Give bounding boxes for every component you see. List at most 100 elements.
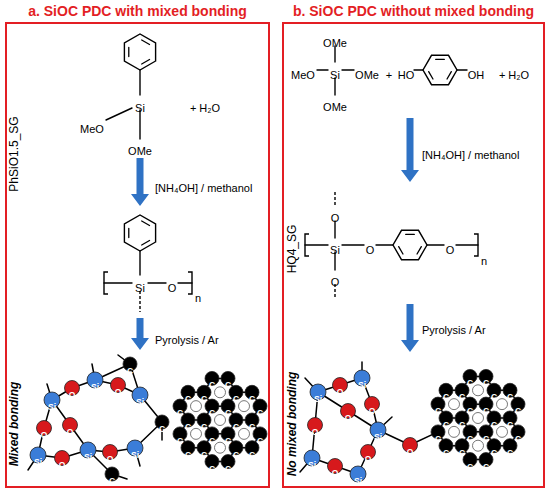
bond-line — [139, 251, 140, 275]
atom-symbol: C — [185, 395, 191, 404]
atom-symbol: C — [209, 381, 215, 390]
atom-symbol: C — [209, 437, 215, 446]
atom-symbol: C — [443, 421, 449, 430]
double-bond-line — [128, 228, 129, 237]
chemical-label: OH — [468, 70, 485, 81]
bond-line — [457, 69, 467, 70]
atom-symbol: O — [345, 414, 352, 423]
sample-name: HQ4_SG — [286, 225, 298, 274]
atom-symbol: C — [249, 450, 255, 459]
aromatic-circle — [191, 428, 202, 439]
chemical-label: MeO — [291, 70, 315, 81]
bond-line — [342, 244, 364, 245]
chemical-label: + H₂O — [499, 70, 529, 81]
atom-symbol: C — [459, 448, 465, 457]
chemical-label: + H₂O — [190, 103, 220, 114]
atom-symbol: Si — [131, 451, 139, 460]
reaction-condition: [NH₄OH] / methanol — [155, 183, 252, 194]
chemical-label: n — [481, 256, 487, 267]
atom-symbol: O — [107, 455, 114, 464]
atom-symbol: Si — [374, 433, 382, 442]
atom-symbol: C — [127, 367, 133, 376]
atom-symbol: C — [233, 395, 239, 404]
reaction-arrow — [401, 304, 419, 352]
reaction-condition: Pyrolysis / Ar — [422, 325, 486, 336]
atom-symbol: C — [467, 379, 473, 388]
atom-symbol: Si — [308, 461, 316, 470]
aromatic-circle — [473, 413, 484, 424]
atom-symbol: Si — [48, 403, 56, 412]
double-bond-line — [142, 40, 150, 45]
aromatic-circle — [473, 440, 484, 451]
atom-symbol: C — [443, 448, 449, 457]
bonding-note: No mixed bonding — [286, 372, 298, 477]
atom-symbol: C — [225, 464, 231, 473]
atom-symbol: C — [201, 395, 207, 404]
atom-symbol: O — [41, 431, 48, 440]
atom-symbol: C — [435, 407, 441, 416]
chemical-label: Si — [135, 283, 145, 294]
atom-symbol: O — [69, 391, 76, 400]
aromatic-circle — [497, 426, 508, 437]
aromatic-circle — [191, 401, 202, 412]
atom-symbol: O — [365, 455, 372, 464]
atom-symbol: C — [109, 477, 115, 486]
bond-line — [334, 221, 335, 238]
polymer-bracket — [474, 234, 478, 256]
atom-symbol: C — [257, 409, 263, 418]
atom-symbol: C — [201, 423, 207, 432]
polymer-bracket — [188, 272, 192, 294]
reaction-arrow — [131, 158, 149, 206]
aromatic-circle — [239, 401, 250, 412]
atom-symbol: C — [459, 421, 465, 430]
bond-line — [139, 110, 140, 139]
panel-title: b. SiOC PDC without mixed bonding — [293, 3, 534, 20]
chemical-label: OMe — [355, 70, 379, 81]
atom-symbol: C — [443, 393, 449, 402]
atom-symbol: C — [201, 450, 207, 459]
aromatic-circle — [215, 415, 226, 426]
double-bond-line — [436, 59, 445, 60]
chemical-label: Si — [330, 70, 340, 81]
atom-symbol: C — [483, 435, 489, 444]
atom-symbol: Si — [354, 477, 362, 486]
bond-line — [104, 282, 132, 283]
benzene-ring — [124, 215, 155, 251]
atom-symbol: C — [507, 448, 513, 457]
double-bond-line — [447, 72, 451, 79]
aromatic-circle — [449, 426, 460, 437]
bonding-note: Mixed bonding — [8, 382, 20, 467]
chemical-label: MeO — [80, 124, 104, 135]
benzene-ring — [124, 34, 155, 70]
atom-symbol: C — [491, 393, 497, 402]
atom-symbol: C — [233, 423, 239, 432]
reaction-condition: Pyrolysis / Ar — [155, 335, 219, 346]
atom-symbol: Si — [314, 395, 322, 404]
atom-symbol: C — [507, 421, 513, 430]
atom-symbol: C — [491, 421, 497, 430]
aromatic-circle — [497, 399, 508, 410]
atom-symbol: O — [59, 461, 66, 470]
atom-symbol: C — [225, 381, 231, 390]
sample-name: PhSiO1.5_SG — [8, 116, 20, 191]
atom-symbol: C — [249, 395, 255, 404]
chemical-label: n — [195, 293, 201, 304]
panel-box: a. SiOC PDC with mixed bonding — [5, 22, 270, 488]
atom-symbol: C — [225, 409, 231, 418]
reaction-condition: [NH₄OH] / methanol — [422, 150, 519, 161]
chemical-label: O — [331, 277, 340, 288]
aromatic-circle — [449, 399, 460, 410]
atom-symbol: C — [483, 407, 489, 416]
bond-line — [414, 69, 423, 70]
atom-symbol: C — [209, 464, 215, 473]
atom-symbol: C — [233, 450, 239, 459]
aromatic-circle — [239, 428, 250, 439]
chemical-label: OMe — [128, 146, 152, 157]
chemical-label: O — [366, 245, 375, 256]
aromatic-circle — [473, 385, 484, 396]
panel-box: b. SiOC PDC without mixed bonding — [282, 22, 545, 488]
atom-symbol: O — [337, 388, 344, 397]
atom-symbol: Si — [358, 381, 366, 390]
chemical-label: OMe — [323, 102, 347, 113]
